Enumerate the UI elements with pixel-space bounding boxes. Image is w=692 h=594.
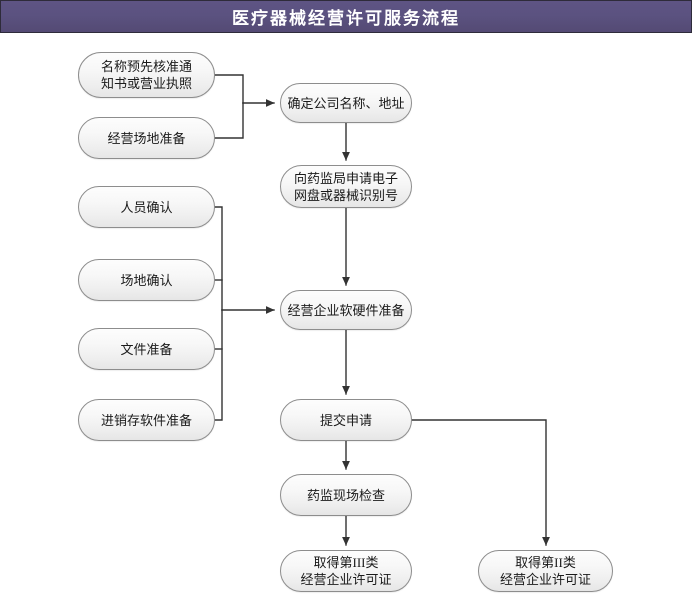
connector-personnel-to-bus2 (214, 206, 223, 311)
node-venue-confirm[interactable]: 场地确认 (78, 259, 215, 301)
node-label: 确定公司名称、地址 (287, 95, 405, 111)
node-label: 场地确认 (120, 272, 173, 288)
page-title: 医疗器械经营许可服务流程 (232, 9, 460, 28)
node-label: 人员确认 (120, 199, 173, 215)
connector-submit-to-class-ii (411, 419, 550, 546)
node-label: 进销存软件准备 (100, 412, 192, 428)
node-label: 取得第III类 经营企业许可证 (300, 555, 392, 587)
connector-site-preparation-to-confirm (214, 102, 244, 139)
node-site-preparation[interactable]: 经营场地准备 (78, 117, 215, 159)
node-license-class-ii[interactable]: 取得第II类 经营企业许可证 (478, 550, 613, 592)
node-inventory-software[interactable]: 进销存软件准备 (78, 399, 215, 441)
node-personnel-confirm[interactable]: 人员确认 (78, 186, 215, 228)
node-label: 文件准备 (120, 341, 173, 357)
node-confirm-company[interactable]: 确定公司名称、地址 (280, 83, 412, 123)
node-label: 经营企业软硬件准备 (287, 302, 405, 318)
node-enterprise-prepare[interactable]: 经营企业软硬件准备 (280, 290, 412, 330)
node-apply-device-id[interactable]: 向药监局申请电子 网盘或器械识别号 (280, 165, 412, 208)
node-label: 药监现场检查 (306, 487, 385, 503)
node-onsite-inspection[interactable]: 药监现场检查 (280, 474, 412, 516)
node-label: 取得第II类 经营企业许可证 (499, 555, 591, 587)
node-document-prepare[interactable]: 文件准备 (78, 328, 215, 370)
node-name-approval[interactable]: 名称预先核准通 知书或营业执照 (78, 52, 215, 98)
connector-name-approval-to-confirm (214, 74, 244, 104)
node-label: 提交申请 (319, 412, 372, 428)
connector-inventory-to-bus2 (214, 309, 223, 421)
node-label: 向药监局申请电子 网盘或器械识别号 (293, 170, 398, 203)
node-license-class-iii[interactable]: 取得第III类 经营企业许可证 (280, 550, 412, 592)
node-label: 经营场地准备 (107, 130, 186, 146)
node-submit-application[interactable]: 提交申请 (280, 399, 412, 441)
page-title-bar: 医疗器械经营许可服务流程 (0, 0, 692, 33)
node-label: 名称预先核准通 知书或营业执照 (100, 59, 192, 91)
